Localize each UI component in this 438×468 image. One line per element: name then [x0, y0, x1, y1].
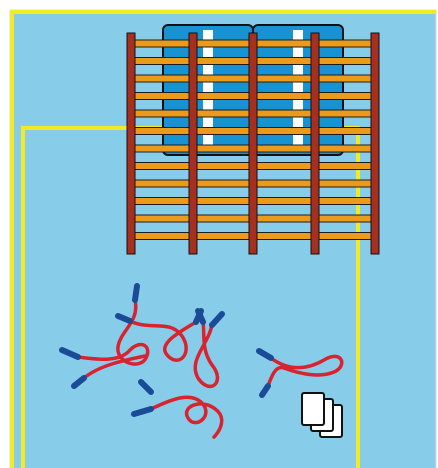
cable-wire: [149, 395, 224, 439]
cable-wire: [193, 320, 220, 389]
cable-wire: [82, 354, 147, 380]
stack-card: [301, 392, 325, 426]
floor-boundary-lines: [10, 10, 436, 468]
cable-plug: [256, 348, 274, 398]
patch-cable-icon[interactable]: [59, 283, 150, 366]
ladder-post: [126, 32, 136, 255]
cable-plug: [131, 379, 154, 417]
cable-wire: [76, 298, 150, 366]
patch-cable-icon[interactable]: [256, 348, 344, 398]
container-right-stripe: [293, 30, 303, 150]
ladder-post: [370, 32, 380, 255]
stacked-pages-icon[interactable]: [301, 392, 343, 438]
cable-plug: [59, 283, 140, 360]
ladder-post: [188, 32, 198, 255]
patch-cable-icon[interactable]: [193, 308, 225, 389]
cable-wire: [266, 354, 344, 388]
cable-wire: [128, 319, 198, 362]
container-left-stripe: [203, 30, 213, 150]
ladder-post: [310, 32, 320, 255]
scaffold-rack-icon[interactable]: [126, 32, 380, 255]
patch-cable-icon[interactable]: [131, 379, 224, 439]
patch-cable-icon[interactable]: [71, 354, 147, 389]
ladder-post: [248, 32, 258, 255]
cable-plug: [71, 375, 87, 389]
cable-plug: [195, 308, 225, 328]
cable-pile[interactable]: [59, 283, 344, 439]
